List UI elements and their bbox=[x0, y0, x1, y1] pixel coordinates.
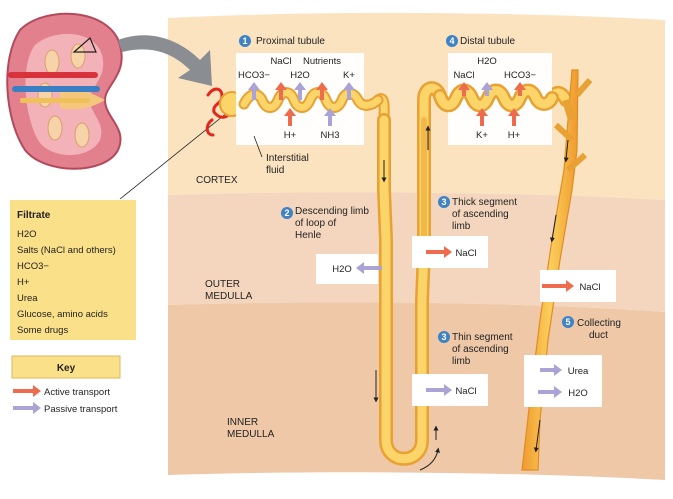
filtrate-item: Some drugs bbox=[17, 325, 68, 336]
filtrate-title: Filtrate bbox=[17, 210, 51, 221]
zone-label-inner-1: INNER bbox=[227, 417, 258, 428]
transport-arrows bbox=[248, 82, 574, 398]
step-number-2: 2 bbox=[284, 208, 289, 218]
proximal-solute-1-label: NaCl bbox=[270, 56, 291, 67]
distal-secreted-1-label: H+ bbox=[508, 130, 521, 141]
proximal-0-arrow-head bbox=[248, 82, 260, 90]
proximal-tubule-label: Proximal tubule bbox=[256, 36, 325, 47]
thin-segment-label-2: of ascending bbox=[452, 344, 509, 355]
filtrate-panel: Filtrate H2O Salts (NaCl and others) HCO… bbox=[10, 200, 136, 340]
zone-label-cortex: CORTEX bbox=[196, 175, 238, 186]
descending-h2o-label: H2O bbox=[332, 264, 352, 275]
loop-exchange-boxes bbox=[316, 236, 616, 407]
distal-secreted-0-label: K+ bbox=[476, 130, 488, 141]
outer-duct-nacl-arrow-head bbox=[566, 280, 574, 292]
proximal-solute-3-label: Nutrients bbox=[303, 56, 341, 67]
proximal-3-arrow-head bbox=[316, 82, 328, 90]
filtrate-item: Salts (NaCl and others) bbox=[17, 245, 116, 256]
distal-solute-1-label: H2O bbox=[477, 56, 497, 67]
passive-transport-swatch bbox=[13, 402, 41, 414]
solute-labels: HCO3−NaClH2ONutrientsK+H+NH3NaClH2OHCO3−… bbox=[238, 56, 601, 399]
filtrate-item: H2O bbox=[17, 229, 37, 240]
thin-segment-label-3: limb bbox=[452, 356, 471, 367]
filtrate-item: Urea bbox=[17, 293, 38, 304]
kidney-icon bbox=[6, 12, 123, 170]
active-transport-label: Active transport bbox=[44, 387, 110, 398]
thick-segment-label-3: limb bbox=[452, 221, 471, 232]
step-number-5: 5 bbox=[565, 317, 570, 327]
distal-2-arrow-head bbox=[514, 82, 526, 90]
duct-urea-label: Urea bbox=[568, 366, 589, 377]
proximal-secrete-1-arrow-head bbox=[324, 108, 336, 116]
thick-segment-label-1: Thick segment bbox=[452, 197, 517, 208]
proximal-secrete-0-arrow-head bbox=[284, 108, 296, 116]
thick-nacl-arrow-head bbox=[444, 246, 452, 258]
step-number-1: 1 bbox=[242, 36, 247, 46]
labels: CORTEX OUTER MEDULLA INNER MEDULLA Proxi… bbox=[196, 36, 621, 440]
duct-h2o-arrow-head bbox=[554, 386, 562, 398]
step-number-3b: 3 bbox=[441, 332, 446, 342]
step-number-3a: 3 bbox=[441, 197, 446, 207]
proximal-4-arrow-head bbox=[343, 82, 355, 90]
step-number-4: 4 bbox=[449, 36, 454, 46]
descending-limb-label-3: Henle bbox=[295, 230, 322, 241]
passive-transport-label: Passive transport bbox=[44, 404, 118, 415]
zone-label-outer-1: OUTER bbox=[205, 279, 240, 290]
legend-key: Key Active transport Passive transport bbox=[11, 355, 121, 415]
distal-1-arrow-head bbox=[481, 82, 493, 90]
zoom-arrow bbox=[118, 35, 212, 86]
thin-nacl-label: NaCl bbox=[455, 386, 476, 397]
proximal-1-arrow-head bbox=[275, 82, 287, 90]
proximal-secreted-0-label: H+ bbox=[284, 130, 297, 141]
glomerulus-pointer-line bbox=[119, 107, 234, 200]
proximal-secreted-1-label: NH3 bbox=[320, 130, 339, 141]
interstitial-fluid-label-1: Interstitial bbox=[266, 153, 309, 164]
distal-secrete-0-arrow-head bbox=[476, 108, 488, 116]
filtrate-item: H+ bbox=[17, 277, 30, 288]
proximal-solute-0-label: HCO3− bbox=[238, 70, 270, 81]
distal-solute-0-label: NaCl bbox=[453, 70, 474, 81]
descending-limb-label-2: of loop of bbox=[295, 218, 336, 229]
collecting-duct-label-1: Collecting bbox=[577, 318, 621, 329]
descending-limb-label-1: Descending limb bbox=[295, 206, 369, 217]
zone-label-inner-2: MEDULLA bbox=[227, 429, 275, 440]
proximal-solute-2-label: H2O bbox=[290, 70, 310, 81]
thick-segment-label-2: of ascending bbox=[452, 209, 509, 220]
filtrate-item: Glucose, amino acids bbox=[17, 309, 108, 320]
tube-overlay bbox=[238, 83, 559, 113]
active-transport-swatch bbox=[13, 385, 41, 397]
distal-solute-2-label: HCO3− bbox=[504, 70, 536, 81]
proximal-solute-4-label: K+ bbox=[343, 70, 355, 81]
outer-duct-nacl-label: NaCl bbox=[579, 282, 600, 293]
proximal-2-arrow-head bbox=[294, 82, 306, 90]
duct-urea-arrow-head bbox=[554, 364, 562, 376]
thick-nacl-label: NaCl bbox=[455, 248, 476, 259]
interstitial-fluid-pointer bbox=[253, 135, 263, 158]
thin-segment-label-1: Thin segment bbox=[452, 332, 513, 343]
interstitial-fluid-label-2: fluid bbox=[266, 165, 284, 176]
thin-nacl-arrow-head bbox=[444, 384, 452, 396]
duct-h2o-label: H2O bbox=[568, 388, 588, 399]
distal-tubule-label: Distal tubule bbox=[460, 36, 515, 47]
key-title: Key bbox=[57, 363, 76, 374]
step-numbers: 1 2 3 3 4 5 bbox=[239, 35, 574, 343]
zone-label-outer-2: MEDULLA bbox=[205, 291, 253, 302]
collecting-duct-label-2: duct bbox=[589, 330, 608, 341]
flow-arrows bbox=[373, 125, 569, 471]
distal-secrete-1-arrow-head bbox=[508, 108, 520, 116]
filtrate-item: HCO3− bbox=[17, 261, 49, 272]
distal-0-arrow-head bbox=[458, 82, 470, 90]
descending-h2o-arrow-head bbox=[356, 262, 364, 274]
duct-exchange-box bbox=[524, 355, 602, 407]
